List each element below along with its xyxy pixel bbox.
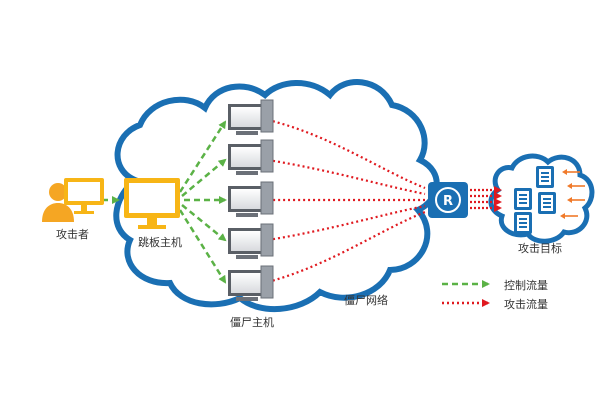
botnet-label: 僵尸网络 — [344, 294, 388, 307]
attacker-label: 攻击者 — [56, 228, 89, 241]
zombie-host-3 — [228, 181, 274, 217]
target-server-1 — [536, 166, 554, 188]
target-server-4 — [514, 212, 532, 234]
router-symbol: R — [443, 194, 453, 209]
jump-host-icon — [124, 178, 180, 229]
target-label: 攻击目标 — [518, 242, 562, 255]
jump-host-label: 跳板主机 — [138, 236, 182, 249]
router-icon: R — [428, 182, 468, 218]
legend-attack-label: 攻击流量 — [504, 298, 548, 311]
target-server-2 — [514, 188, 532, 210]
incoming-attack-arrows — [560, 169, 585, 219]
target-server-3 — [538, 192, 556, 214]
zombie-host-2 — [228, 139, 274, 175]
zombie-host-5 — [228, 265, 274, 301]
control-flow-lines — [178, 120, 227, 284]
attacker-icon — [42, 178, 104, 222]
attack-flow-lines — [267, 118, 426, 284]
zombie-hosts-label: 僵尸主机 — [230, 316, 274, 329]
zombie-host-4 — [228, 223, 274, 259]
legend-control-label: 控制流量 — [504, 279, 548, 292]
router-to-target-arrows — [470, 186, 502, 212]
zombie-host-1 — [228, 99, 274, 135]
